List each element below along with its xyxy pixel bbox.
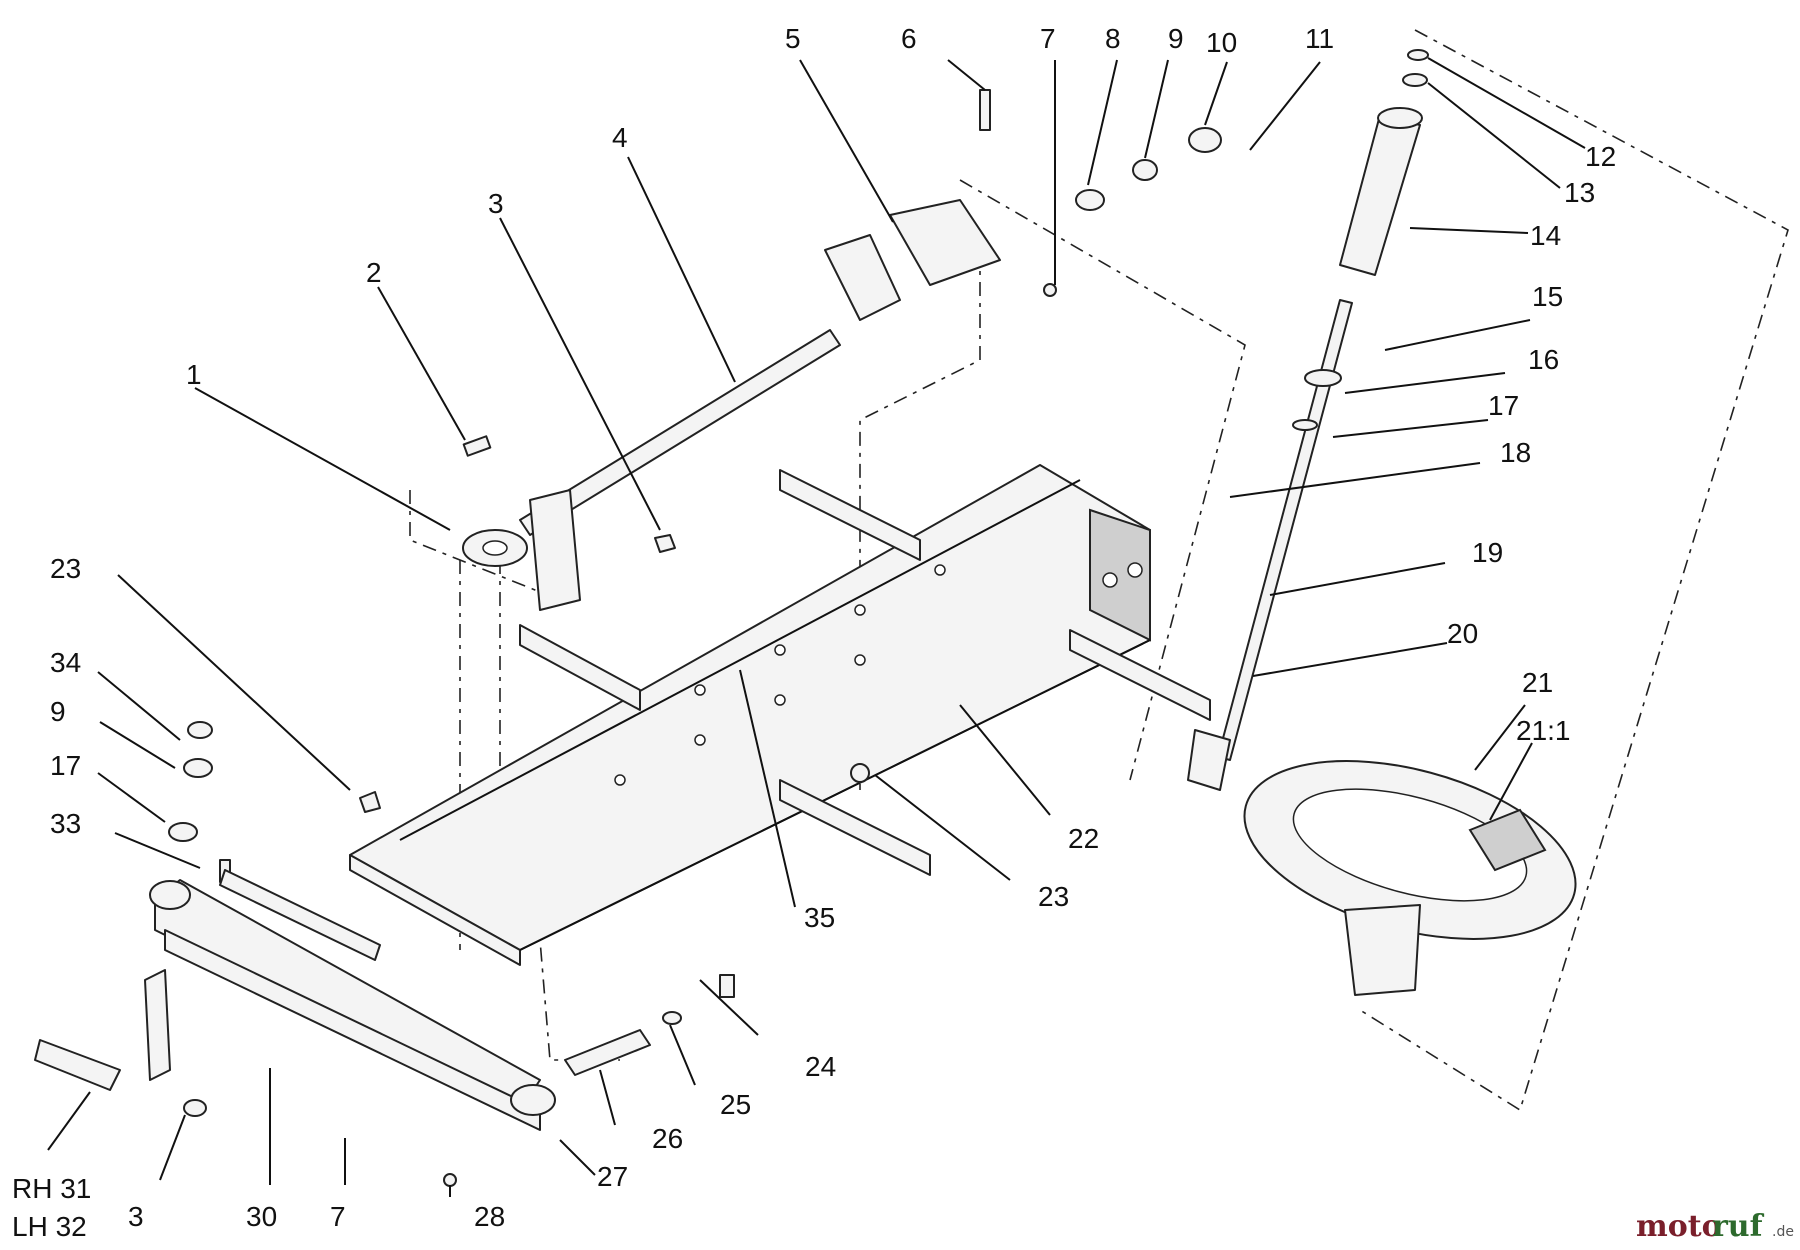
callout-3: 3 [488, 188, 504, 219]
callout-8: 8 [1105, 23, 1121, 54]
watermark-brand-a: moto [1636, 1209, 1722, 1244]
callout-19: 19 [1472, 537, 1503, 568]
callout-14: 14 [1530, 220, 1561, 251]
callout-21-1: 21:1 [1516, 715, 1571, 746]
callout-lh-32: LH 32 [12, 1211, 87, 1242]
callout-28: 28 [474, 1201, 505, 1232]
steering-shaft-part [519, 199, 1001, 611]
callout-34: 34 [50, 647, 81, 678]
steering-wheel-part [1243, 760, 1577, 996]
callout-9: 9 [1168, 23, 1184, 54]
callout-15: 15 [1532, 281, 1563, 312]
callout-24: 24 [805, 1051, 836, 1082]
callout-7-lower: 7 [330, 1201, 346, 1232]
callout-33: 33 [50, 808, 81, 839]
callout-21: 21 [1522, 667, 1553, 698]
callout-16: 16 [1528, 344, 1559, 375]
axle-tubes-part [519, 469, 1211, 876]
callout-35: 35 [804, 902, 835, 933]
callout-30: 30 [246, 1201, 277, 1232]
callout-12: 12 [1585, 141, 1616, 172]
callout-6: 6 [901, 23, 917, 54]
callout-5: 5 [785, 23, 801, 54]
callout-4: 4 [612, 122, 628, 153]
callout-26: 26 [652, 1123, 683, 1154]
main-frame-part [349, 464, 1151, 966]
callout-7: 7 [1040, 23, 1056, 54]
callout-2: 2 [366, 257, 382, 288]
callout-23-nut: 23 [1038, 881, 1069, 912]
watermark-logo: moto ruf .de [1636, 1209, 1794, 1244]
callout-1: 1 [186, 359, 202, 390]
callout-11: 11 [1305, 23, 1334, 54]
callout-25: 25 [720, 1089, 751, 1120]
callout-23-frame: 23 [50, 553, 81, 584]
watermark-brand-b: ruf [1712, 1209, 1765, 1244]
leader-lines [47, 57, 1586, 1197]
callout-13: 13 [1564, 177, 1595, 208]
callout-17: 17 [1488, 390, 1519, 421]
watermark-suffix: .de [1772, 1224, 1794, 1240]
callout-10: 10 [1206, 27, 1237, 58]
callout-3-lower: 3 [128, 1201, 144, 1232]
callout-22: 22 [1068, 823, 1099, 854]
callout-17-lower: 17 [50, 750, 81, 781]
callout-20: 20 [1447, 618, 1478, 649]
callout-18: 18 [1500, 437, 1531, 468]
front-axle-part [34, 869, 651, 1131]
callout-labels: 1 2 3 4 5 6 7 8 9 10 11 12 13 14 15 16 1… [12, 23, 1616, 1242]
flange-bushing-part [462, 529, 528, 567]
callout-9-lower: 9 [50, 696, 66, 727]
callout-rh-31: RH 31 [12, 1173, 91, 1204]
callout-27: 27 [597, 1161, 628, 1192]
steering-column-part [1187, 107, 1423, 791]
